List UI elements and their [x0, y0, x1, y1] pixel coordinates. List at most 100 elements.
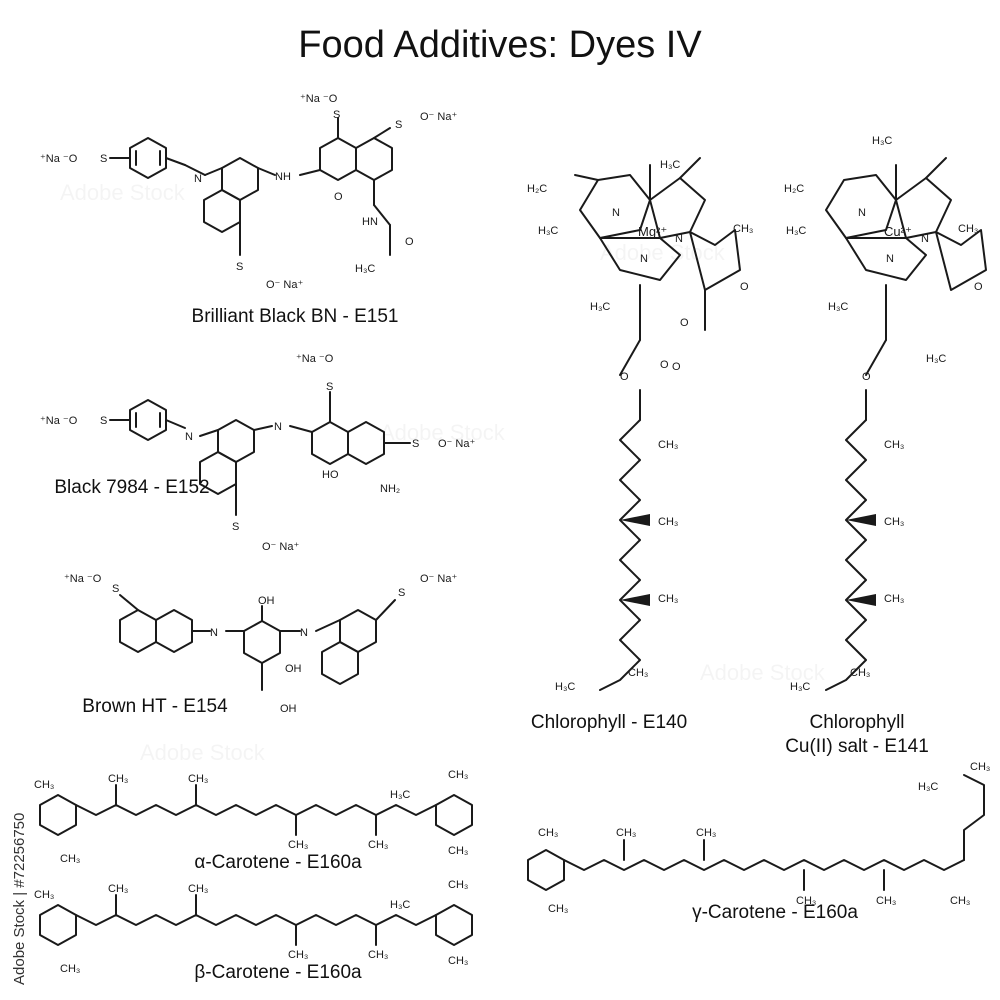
watermark: Adobe Stock	[60, 180, 186, 205]
compound-label: Black 7984 - E152	[54, 477, 209, 498]
atom-label: CH₃	[628, 667, 648, 679]
structure-chlorophyll-cu: Cu²⁺ N N N H₃C H₂C H₃C CH₃ O H₃C H₃C O C…	[784, 135, 987, 757]
atom-label: CH₃	[733, 223, 753, 235]
structure-beta-carotene: CH₃ CH₃ CH₃ CH₃ CH₃ CH₃ H₃C CH₃ CH₃ β-Ca…	[34, 879, 473, 983]
atom-label: H₃C	[926, 353, 946, 365]
atom-label: CH₃	[884, 516, 904, 528]
atom-label: N	[858, 207, 866, 219]
atom-label: CH₃	[850, 667, 870, 679]
atom-label: CH₃	[108, 773, 128, 785]
compound-label-line2: Cu(II) salt - E141	[785, 736, 929, 757]
metal-center: Mg²⁺	[638, 224, 667, 239]
structure-brilliant-black-bn: ⁺Na ⁻O S N NH ⁺Na ⁻O S S O⁻ Na⁺ O HN O H…	[40, 93, 457, 327]
atom-label: H₃C	[355, 263, 375, 275]
atom-label: N	[886, 253, 894, 265]
atom-label: S	[333, 109, 340, 121]
atom-label: NH₂	[380, 483, 400, 495]
atom-label: CH₃	[188, 773, 208, 785]
atom-label: N	[640, 253, 648, 265]
atom-label: CH₃	[658, 593, 678, 605]
atom-label: S	[100, 415, 107, 427]
structure-black-7984: ⁺Na ⁻O S N N ⁺Na ⁻O S HO NH₂ S O⁻ Na⁺ S …	[40, 353, 475, 553]
atom-label: CH₃	[884, 439, 904, 451]
atom-label: ⁺Na ⁻O	[300, 93, 338, 105]
atom-label: HN	[362, 216, 378, 228]
atom-label: S	[112, 583, 119, 595]
atom-label: H₃C	[872, 135, 892, 147]
atom-label: O	[334, 191, 343, 203]
atom-label: O	[620, 371, 629, 383]
atom-label: CH₃	[538, 827, 558, 839]
compound-label: Brown HT - E154	[82, 696, 228, 717]
atom-label: OH	[258, 595, 275, 607]
atom-label: CH₃	[60, 853, 80, 865]
atom-label: CH₃	[448, 879, 468, 891]
atom-label: ⁺Na ⁻O	[296, 353, 334, 365]
atom-label: O⁻ Na⁺	[262, 541, 299, 553]
atom-label: CH₃	[616, 827, 636, 839]
atom-label: O	[740, 281, 749, 293]
watermark-layer: Adobe Stock Adobe Stock Adobe Stock Adob…	[60, 180, 826, 765]
atom-label: ⁺Na ⁻O	[64, 573, 102, 585]
atom-label: S	[412, 438, 419, 450]
atom-label: HO	[322, 469, 339, 481]
atom-label: N	[675, 233, 683, 245]
atom-label: H₃C	[786, 225, 806, 237]
atom-label: N	[921, 233, 929, 245]
atom-label: OH	[285, 663, 302, 675]
atom-label: H₃C	[590, 301, 610, 313]
atom-label: CH₃	[368, 839, 388, 851]
atom-label: O	[660, 359, 669, 371]
atom-label: N	[612, 207, 620, 219]
atom-label: O	[405, 236, 414, 248]
atom-label: S	[398, 587, 405, 599]
atom-label: N	[210, 627, 218, 639]
atom-label: S	[326, 381, 333, 393]
atom-label: O	[672, 361, 681, 373]
atom-label: CH₃	[796, 895, 816, 907]
atom-label: O	[862, 371, 871, 383]
atom-label: S	[232, 521, 239, 533]
structure-gamma-carotene: CH₃ CH₃ CH₃ CH₃ CH₃ CH₃ CH₃ H₃C CH₃ γ-Ca…	[527, 761, 990, 923]
atom-label: H₂C	[527, 183, 547, 195]
atom-label: OH	[280, 703, 297, 715]
atom-label: CH₃	[188, 883, 208, 895]
atom-label: O⁻ Na⁺	[420, 573, 457, 585]
metal-center: Cu²⁺	[884, 224, 912, 239]
atom-label: N	[185, 431, 193, 443]
stock-id: Adobe Stock | #72256750	[11, 813, 28, 985]
atom-label: CH₃	[658, 516, 678, 528]
structure-chlorophyll-mg: Mg²⁺ N N N H₃C H₂C H₃C CH₃ O H₃C O O O O…	[527, 157, 753, 733]
atom-label: CH₃	[34, 779, 54, 791]
atom-label: NH	[275, 171, 291, 183]
atom-label: N	[194, 173, 202, 185]
compound-label: Brilliant Black BN - E151	[192, 306, 399, 327]
atom-label: CH₃	[448, 769, 468, 781]
atom-label: S	[100, 153, 107, 165]
atom-label: CH₃	[34, 889, 54, 901]
watermark: Adobe Stock	[700, 660, 826, 685]
atom-label: H₂C	[784, 183, 804, 195]
atom-label: H₃C	[390, 789, 410, 801]
atom-label: O	[680, 317, 689, 329]
atom-label: CH₃	[60, 963, 80, 975]
atom-label: CH₃	[448, 955, 468, 967]
atom-label: H₃C	[390, 899, 410, 911]
atom-label: O⁻ Na⁺	[266, 279, 303, 291]
atom-label: S	[395, 119, 402, 131]
atom-label: CH₃	[448, 845, 468, 857]
atom-label: CH₃	[970, 761, 990, 773]
atom-label: O	[974, 281, 983, 293]
atom-label: CH₃	[884, 593, 904, 605]
atom-label: S	[236, 261, 243, 273]
atom-label: H₃C	[790, 681, 810, 693]
compound-label: β-Carotene - E160a	[194, 962, 362, 983]
atom-label: ⁺Na ⁻O	[40, 415, 78, 427]
atom-label: CH₃	[368, 949, 388, 961]
atom-label: CH₃	[288, 839, 308, 851]
structure-brown-ht: ⁺Na ⁻O S N N OH OH OH S O⁻ Na⁺ Brown HT …	[64, 573, 457, 717]
compound-label: α-Carotene - E160a	[194, 852, 362, 873]
atom-label: H₃C	[918, 781, 938, 793]
atom-label: N	[274, 421, 282, 433]
